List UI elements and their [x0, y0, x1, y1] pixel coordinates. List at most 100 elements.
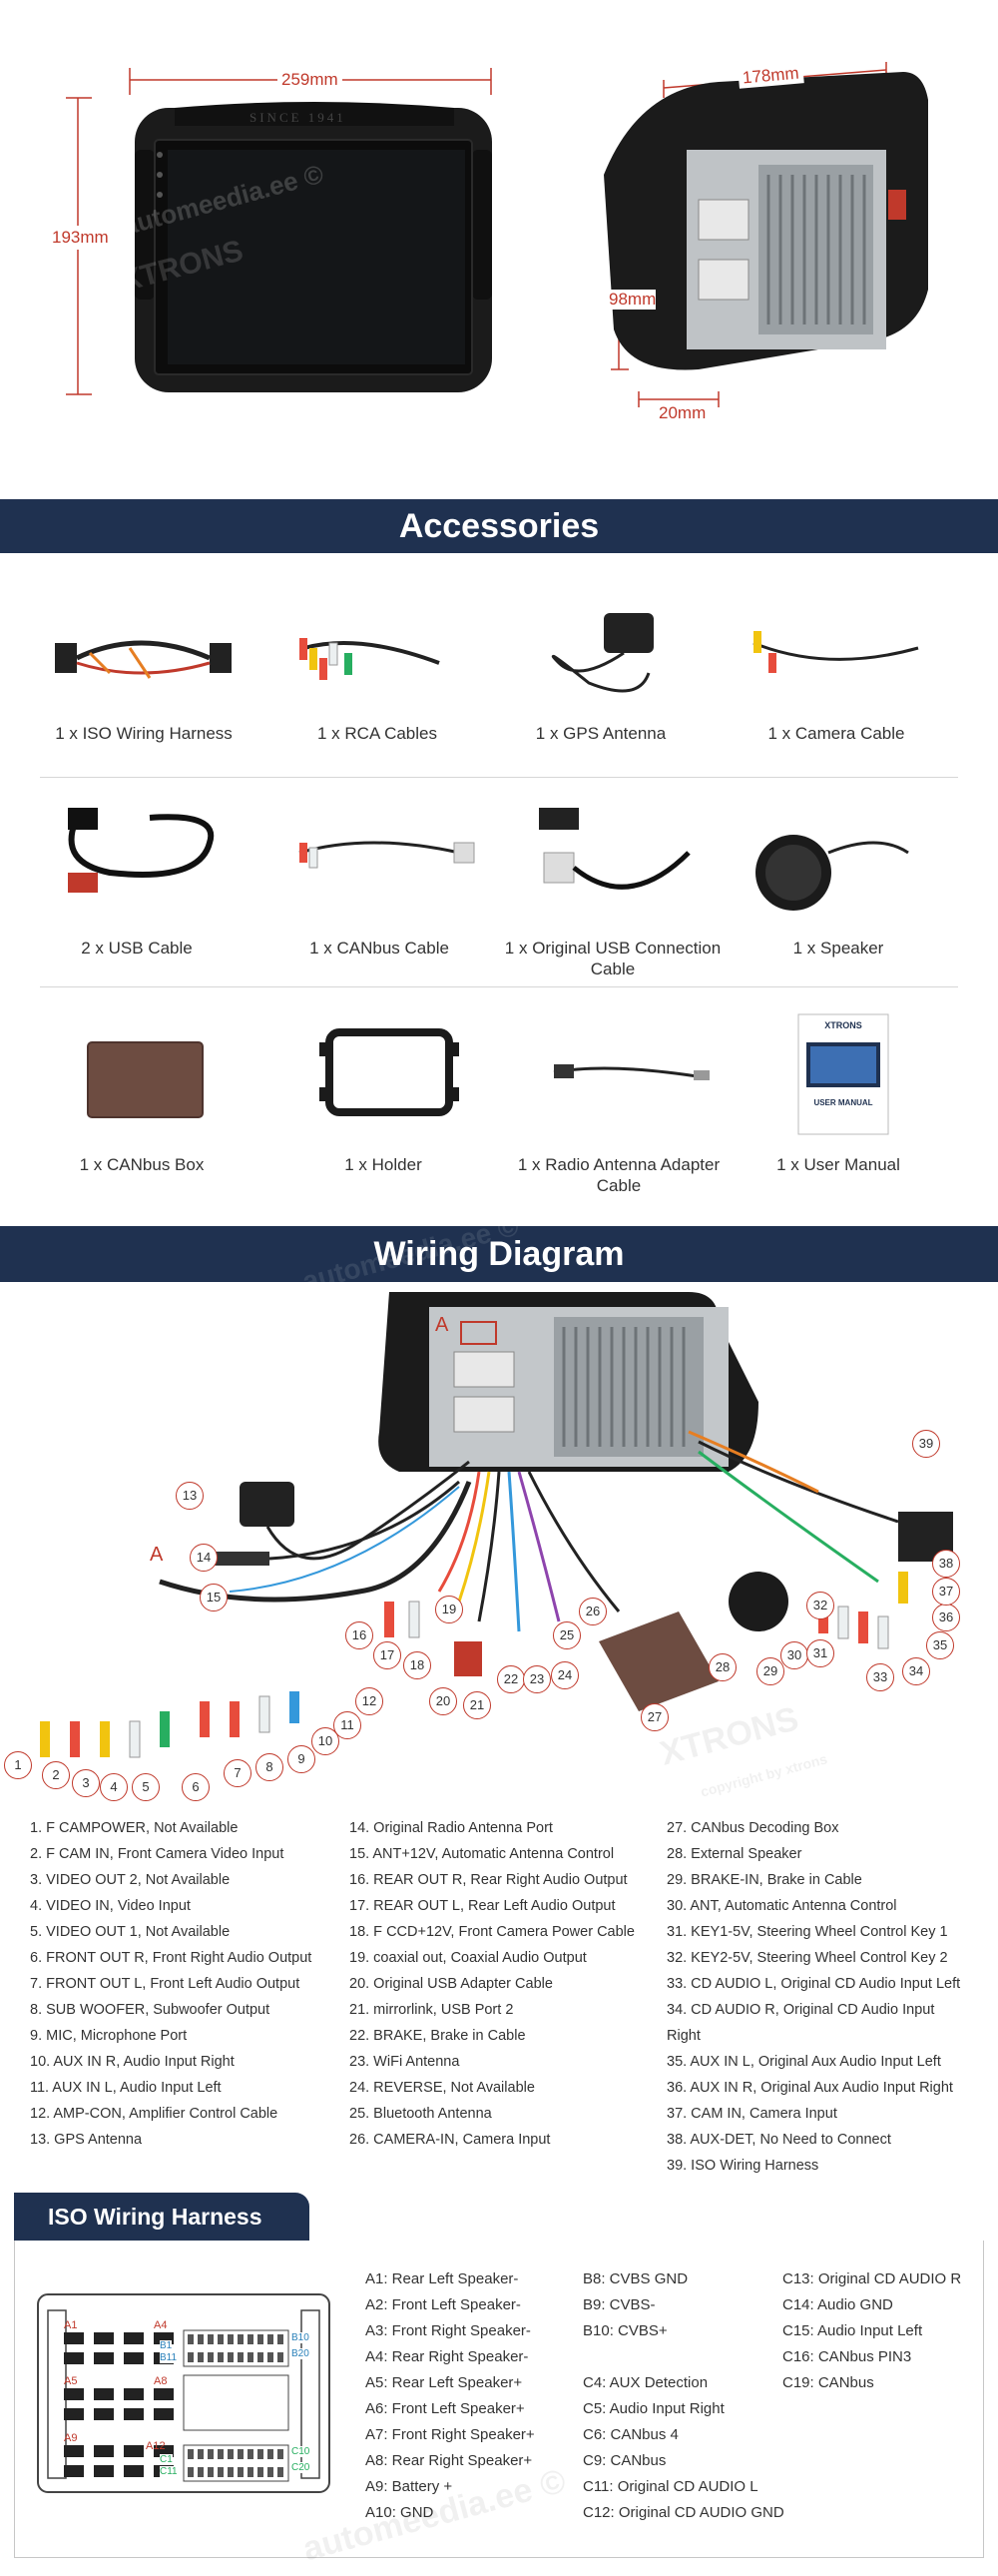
marker-a-left: A [150, 1544, 164, 1566]
callout-27: 27 [641, 1703, 669, 1731]
wiring-item: 18. F CCD+12V, Front Camera Power Cable [349, 1924, 635, 1940]
iso-panel [14, 2241, 984, 2558]
pin-label: B1 [160, 2340, 173, 2351]
pin-label: A8 [154, 2375, 168, 2387]
accessory-label: 2 x USB Cable [81, 939, 193, 958]
callout-29: 29 [756, 1657, 784, 1685]
accessory-label: 1 x Radio Antenna Adapter Cable [517, 1155, 721, 1195]
wiring-item: 14. Original Radio Antenna Port [349, 1820, 553, 1836]
wiring-item: 34. CD AUDIO R, Original CD Audio Input [667, 2002, 935, 2018]
wiring-item: 10. AUX IN R, Audio Input Right [30, 2054, 235, 2070]
wiring-legend-col1: 1. F CAMPOWER, Not Available 2. F CAM IN… [30, 1815, 311, 2153]
pin-label: C20 [291, 2462, 310, 2473]
wiring-diagram-illustration: A A 1 2 3 4 5 6 7 8 9 10 11 12 13 14 15 … [0, 1282, 998, 1801]
wiring-item: 19. coaxial out, Coaxial Audio Output [349, 1950, 587, 1966]
pin-label: A5 [64, 2375, 78, 2387]
iso-pin-item: A8: Rear Right Speaker+ [365, 2452, 533, 2469]
callout-35: 35 [926, 1631, 954, 1659]
wiring-item: 26. CAMERA-IN, Camera Input [349, 2132, 551, 2148]
wiring-item: 5. VIDEO OUT 1, Not Available [30, 1924, 231, 1940]
wiring-item: 37. CAM IN, Camera Input [667, 2106, 837, 2122]
wiring-item: 25. Bluetooth Antenna [349, 2106, 492, 2122]
callout-8: 8 [255, 1753, 283, 1781]
callout-14: 14 [190, 1544, 218, 1572]
wiring-banner: Wiring Diagram [0, 1226, 998, 1282]
iso-pin-item: C16: CANbus PIN3 [782, 2348, 912, 2365]
accessories-banner: Accessories [0, 499, 998, 553]
gps-antenna-image [551, 613, 654, 693]
height-front-label: 193mm [52, 226, 109, 250]
wiring-item: 12. AMP-CON, Amplifier Control Cable [30, 2106, 278, 2122]
pin-label: C11 [160, 2466, 178, 2477]
manual-brand: XTRONS [824, 1020, 862, 1030]
wiring-item: 33. CD AUDIO L, Original CD Audio Input … [667, 1976, 961, 1992]
iso-pin-item: C14: Audio GND [782, 2296, 893, 2313]
iso-pin-item: C12: Original CD AUDIO GND [583, 2504, 784, 2521]
pin-label: B10 [291, 2332, 309, 2343]
wiring-item: 3. VIDEO OUT 2, Not Available [30, 1872, 231, 1888]
accessory-label: 1 x Holder [344, 1155, 422, 1174]
callout-24: 24 [551, 1661, 579, 1689]
callout-32: 32 [806, 1592, 834, 1619]
callout-4: 4 [100, 1773, 128, 1801]
wiring-item: 30. ANT, Automatic Antenna Control [667, 1898, 897, 1914]
iso-pin-item: A4: Rear Right Speaker- [365, 2348, 529, 2365]
wiring-legend-col2: 14. Original Radio Antenna Port 15. ANT+… [349, 1815, 635, 2153]
callout-21: 21 [463, 1691, 491, 1719]
callout-38: 38 [932, 1550, 960, 1578]
callout-13: 13 [176, 1482, 204, 1510]
wiring-item: 27. CANbus Decoding Box [667, 1820, 839, 1836]
iso-pin-item: A3: Front Right Speaker- [365, 2322, 531, 2339]
iso-pin-item: C11: Original CD AUDIO L [583, 2478, 758, 2495]
callout-1: 1 [4, 1751, 32, 1779]
iso-pin-item [583, 2344, 784, 2370]
iso-pin-item: C9: CANbus [583, 2452, 667, 2469]
product-dimensions-section: 259mm 193mm 178mm 98mm 20mm SINCE 1941 [0, 0, 998, 499]
callout-20: 20 [429, 1687, 457, 1715]
wiring-item: 8. SUB WOOFER, Subwoofer Output [30, 2002, 270, 2018]
accessory-label: 1 x RCA Cables [317, 724, 437, 743]
wiring-item: Right [667, 2028, 701, 2044]
pin-label: A4 [154, 2319, 168, 2331]
iso-pin-item: C15: Audio Input Left [782, 2322, 923, 2339]
wiring-item: 11. AUX IN L, Audio Input Left [30, 2080, 222, 2096]
callout-9: 9 [287, 1745, 315, 1773]
callout-22: 22 [497, 1665, 525, 1693]
callout-6: 6 [182, 1773, 210, 1801]
wiring-item: 29. BRAKE-IN, Brake in Cable [667, 1872, 862, 1888]
accessory-label: 1 x Speaker [792, 939, 884, 958]
iso-pin-item: B9: CVBS- [583, 2296, 656, 2313]
iso-pin-item: C5: Audio Input Right [583, 2400, 725, 2417]
wiring-item: 22. BRAKE, Brake in Cable [349, 2028, 526, 2044]
wiring-item: 9. MIC, Microphone Port [30, 2028, 188, 2044]
pin-label: B20 [291, 2348, 309, 2359]
accessory-label: 1 x GPS Antenna [535, 724, 667, 743]
accessory-label: 1 x Original USB Connection Cable [504, 939, 722, 978]
wiring-item: 20. Original USB Adapter Cable [349, 1976, 553, 1992]
iso-legend-col1: A1: Rear Left Speaker- A2: Front Left Sp… [365, 2266, 535, 2526]
callout-17: 17 [373, 1641, 401, 1669]
original-usb-image [539, 808, 691, 890]
callout-18: 18 [403, 1651, 431, 1679]
accessory-images [55, 613, 919, 1135]
user-manual-image [797, 1013, 889, 1135]
manual-title: USER MANUAL [813, 1098, 873, 1107]
bezel-text: SINCE 1941 [250, 110, 346, 125]
wiring-item: 32. KEY2-5V, Steering Wheel Control Key … [667, 1950, 948, 1966]
callout-15: 15 [200, 1584, 228, 1611]
iso-pin-item: C6: CANbus 4 [583, 2426, 679, 2443]
rca-cables-image [299, 638, 440, 680]
wiring-item: 39. ISO Wiring Harness [667, 2158, 819, 2174]
iso-pin-item: C4: AUX Detection [583, 2374, 709, 2391]
iso-pin-item: A7: Front Right Speaker+ [365, 2426, 535, 2443]
iso-pin-item: A6: Front Left Speaker+ [365, 2400, 525, 2417]
holder-image [319, 1028, 459, 1116]
iso-pin-item: A10: GND [365, 2504, 434, 2521]
callout-31: 31 [806, 1639, 834, 1667]
callout-28: 28 [709, 1653, 737, 1681]
wiring-item: 23. WiFi Antenna [349, 2054, 460, 2070]
callout-12: 12 [355, 1687, 383, 1715]
callout-7: 7 [224, 1759, 251, 1787]
wiring-diagram-svg [40, 1292, 953, 1758]
camera-cable-image [752, 631, 919, 673]
